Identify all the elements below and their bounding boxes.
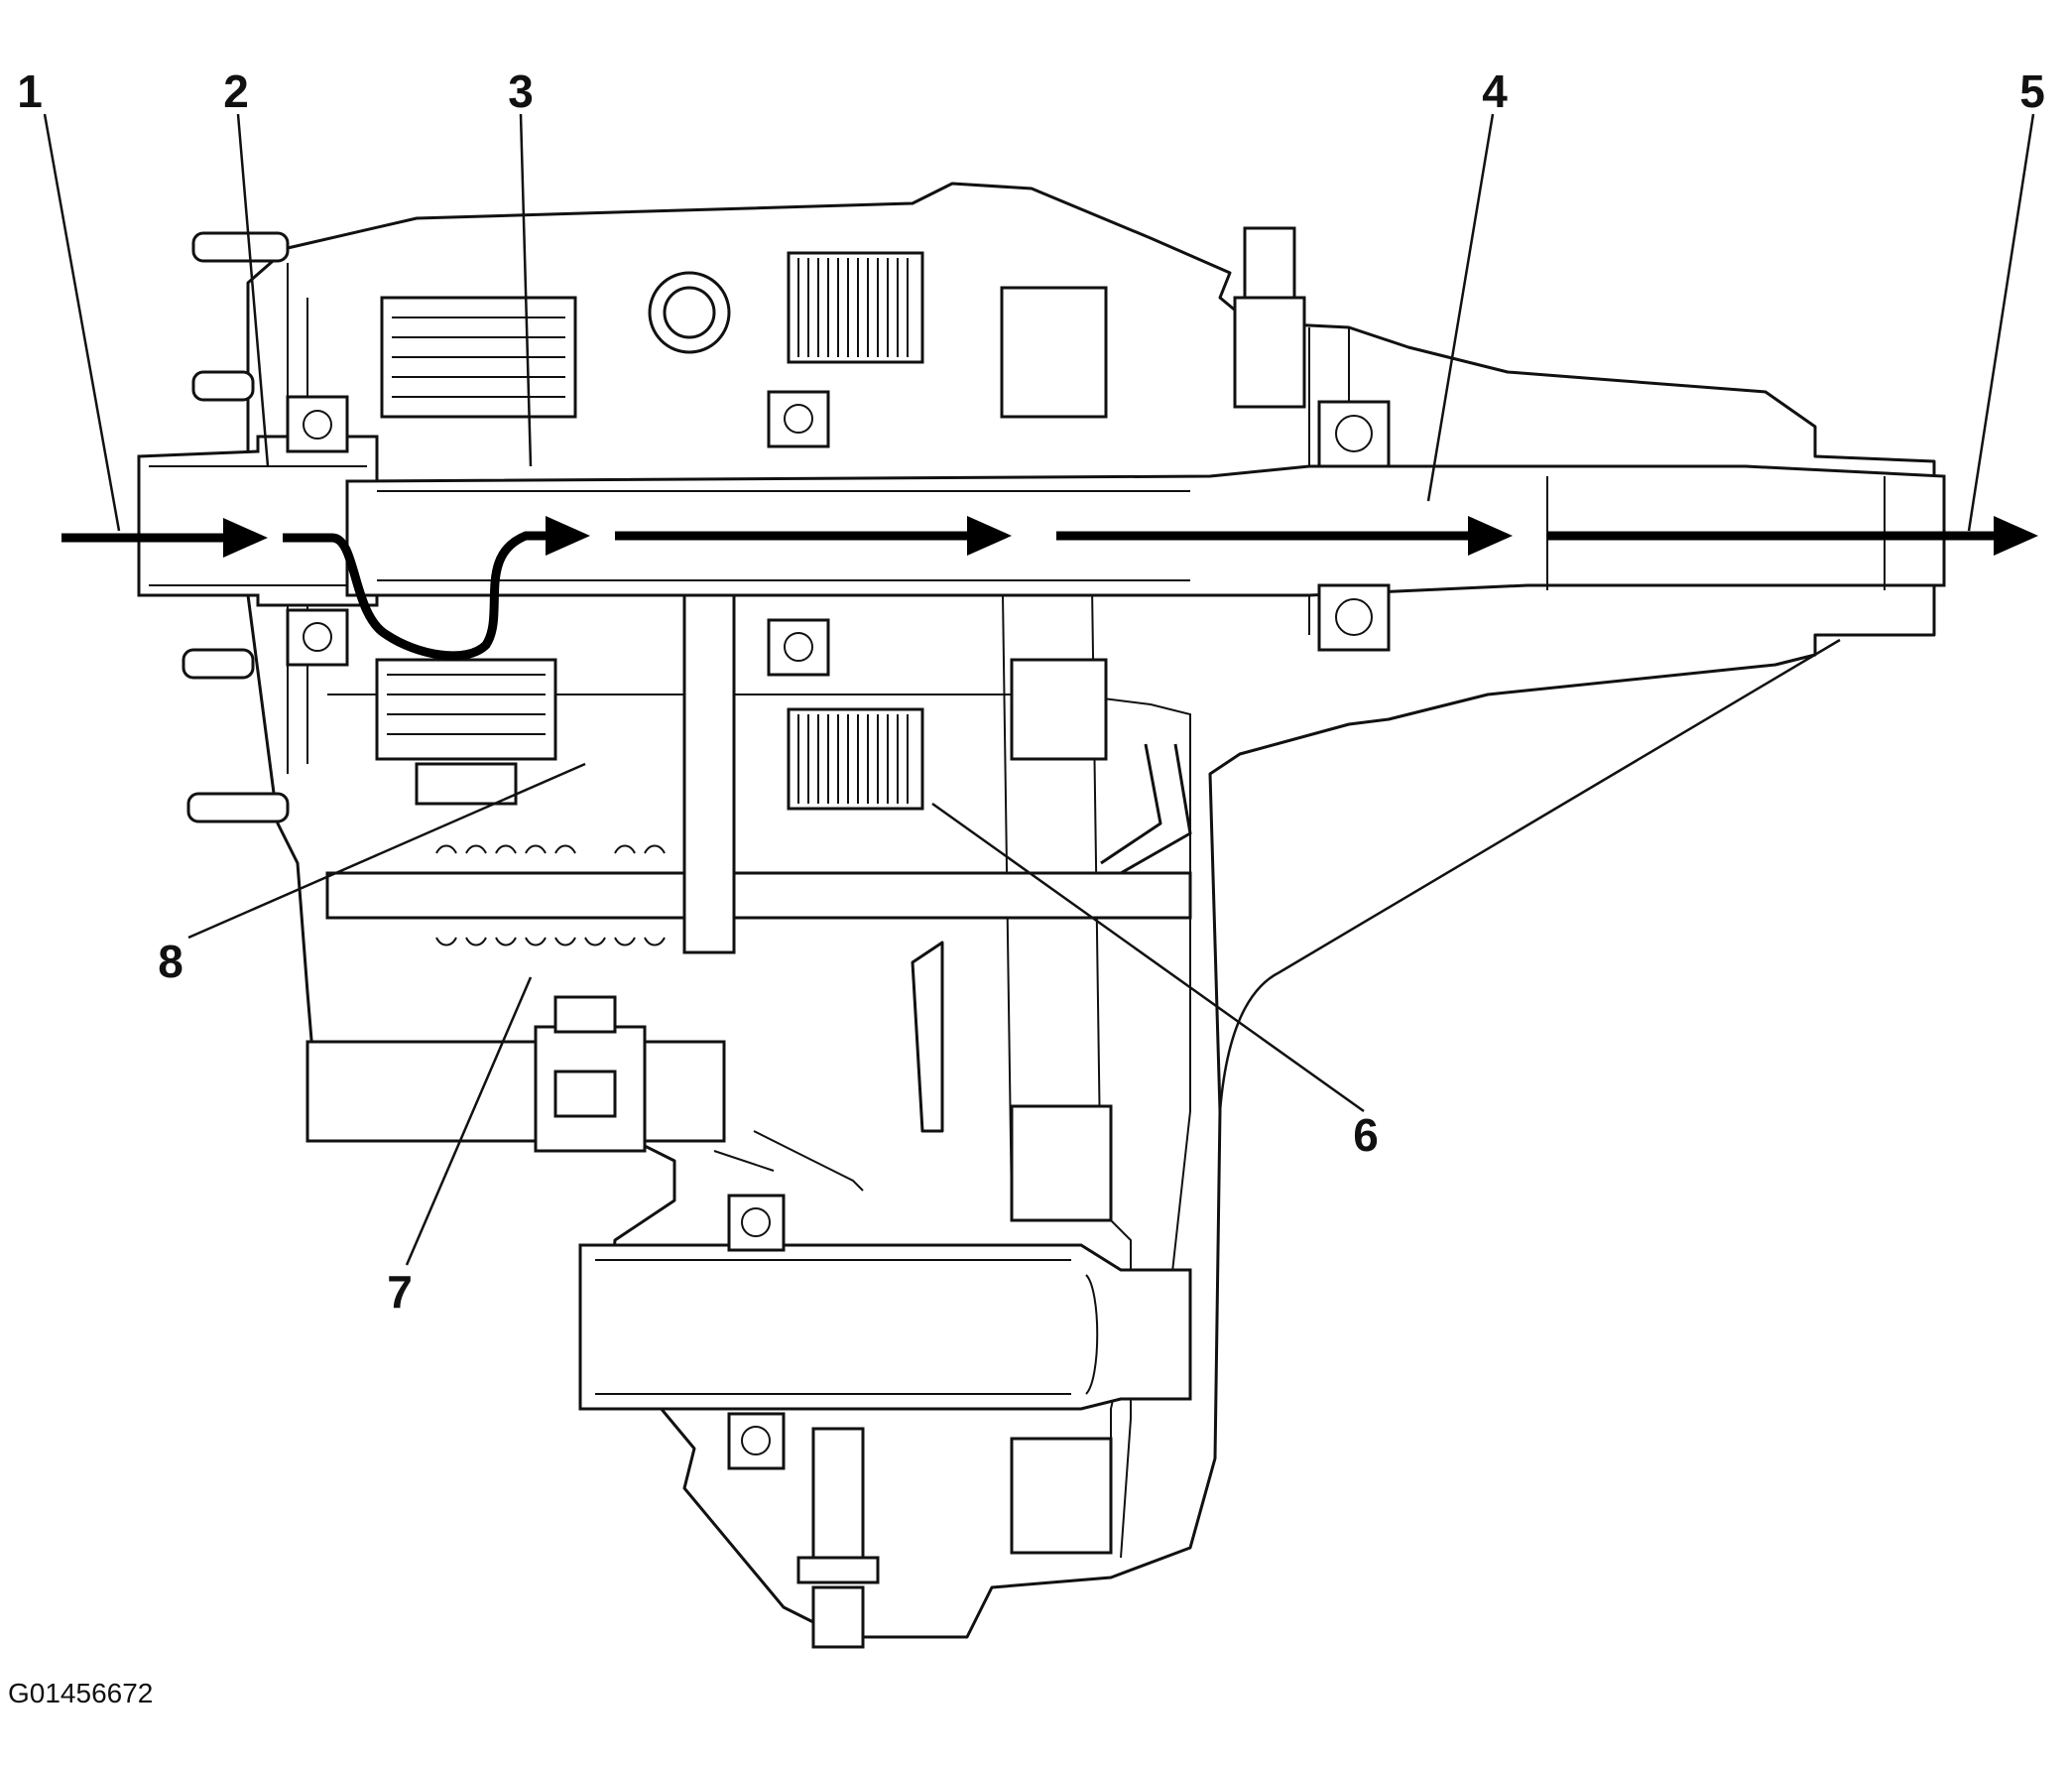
callout-1: 1 (17, 65, 43, 117)
front-output-shaft (578, 1243, 1192, 1411)
callout-6: 6 (1353, 1109, 1379, 1161)
leader-line-2 (236, 113, 270, 467)
flow-arrow-output-head (1994, 516, 2038, 556)
leader-line-4 (1426, 113, 1495, 502)
planetary-gear-set (375, 296, 577, 806)
clutch-pack-upper (787, 251, 924, 364)
flow-arrow-curve-head (546, 516, 590, 556)
callout-5: 5 (2019, 65, 2045, 117)
flow-arrow-middle-head (967, 516, 1012, 556)
clutch-pack-lower (787, 707, 924, 811)
leader-line-housing (1218, 638, 1841, 1112)
leader-line-3 (519, 113, 533, 467)
callout-labels: 1 2 3 4 5 6 7 8 (17, 65, 2045, 1318)
flow-arrow-input-head (223, 518, 268, 558)
bearings (286, 390, 1391, 1470)
speed-sensor-bottom (796, 1427, 880, 1649)
speed-sensor-top (1233, 226, 1306, 409)
callout-8: 8 (158, 936, 183, 987)
leader-lines (43, 113, 2035, 1266)
leader-line-5 (1967, 113, 2035, 532)
leader-line-1 (43, 113, 121, 532)
leader-line-6 (931, 802, 1365, 1113)
figure-id: G01456672 (8, 1678, 153, 1708)
power-flow-path (61, 516, 2038, 661)
shift-motor (305, 995, 726, 1153)
callout-4: 4 (1482, 65, 1508, 117)
flow-path-curve (283, 531, 555, 661)
input-shaft (137, 435, 379, 607)
oil-pump-ring (648, 271, 731, 354)
drive-sprocket (1000, 286, 1113, 1555)
leader-line-8 (187, 762, 586, 940)
shift-rail (325, 593, 1192, 954)
callout-2: 2 (223, 65, 249, 117)
callout-7: 7 (387, 1266, 413, 1318)
flow-arrow-mainshaft-head (1468, 516, 1513, 556)
leader-line-7 (405, 976, 533, 1266)
callout-3: 3 (508, 65, 534, 117)
mainshaft (345, 464, 1946, 597)
oil-pickup-tube (911, 743, 1192, 1133)
